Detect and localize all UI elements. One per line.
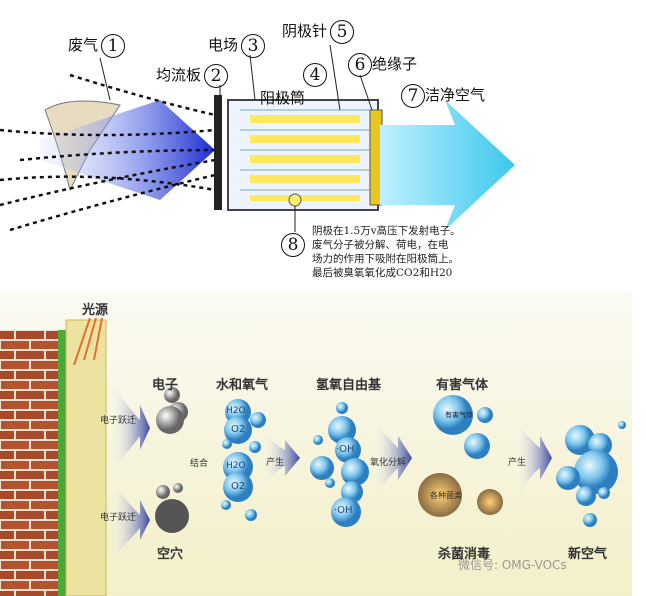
label-combine: 结合 xyxy=(190,459,209,469)
label-oh: ·OH xyxy=(336,444,355,455)
bacteria xyxy=(418,473,503,517)
label-light-source: 光源 xyxy=(82,303,109,318)
light-rays xyxy=(73,317,103,366)
label-note-num: 8 xyxy=(278,233,305,257)
label-o2: O2 xyxy=(231,424,246,435)
label-o2-2: O2 xyxy=(231,481,246,492)
label-oh-2: ·OH xyxy=(334,505,353,516)
process-arrows xyxy=(110,380,552,560)
label-water-oxygen: 水和氧气 xyxy=(216,378,269,393)
process-description: 阴极在1.5万v高压下发射电子。废气分子被分解、荷电，在电场力的作用下吸附在阳极… xyxy=(312,225,461,279)
label-electron: 电子 xyxy=(152,378,179,393)
label-hydroxyl-radical: 氢氧自由基 xyxy=(316,378,382,393)
exhaust-flow xyxy=(0,73,216,232)
label-electron-transition-1: 电子跃迁 xyxy=(100,416,137,426)
clean-air-arrow xyxy=(380,100,515,230)
label-harmful-gas: 有害气体 xyxy=(436,378,489,393)
label-h2o: H2O xyxy=(226,406,246,416)
label-oxidize: 氧化分解 xyxy=(370,458,407,468)
leader-lines xyxy=(99,44,373,232)
electron-spheres xyxy=(155,387,189,533)
label-hole: 空穴 xyxy=(157,547,184,562)
label-harmful-gas-bubble: 有害气体 xyxy=(445,411,473,419)
brick-wall xyxy=(0,330,60,596)
green-layer xyxy=(58,330,66,596)
label-new-air: 新空气 xyxy=(568,547,608,562)
label-produce-1: 产生 xyxy=(266,458,285,468)
label-anode-num: 4 xyxy=(300,63,327,87)
label-anode-tube: 阳极筒 xyxy=(260,89,306,107)
label-sterilize: 杀菌消毒 xyxy=(438,547,491,562)
label-electron-transition-2: 电子跃迁 xyxy=(100,513,137,523)
label-bacteria: 各种菌类 xyxy=(430,491,462,500)
catalyst-cells xyxy=(65,319,107,596)
watermark: 微信号: OMG-VOCs xyxy=(458,558,567,572)
label-produce-2: 产生 xyxy=(508,458,527,468)
reactor-device xyxy=(214,95,383,211)
molecule-bubbles xyxy=(221,395,626,527)
label-h2o-2: H2O xyxy=(226,461,246,471)
